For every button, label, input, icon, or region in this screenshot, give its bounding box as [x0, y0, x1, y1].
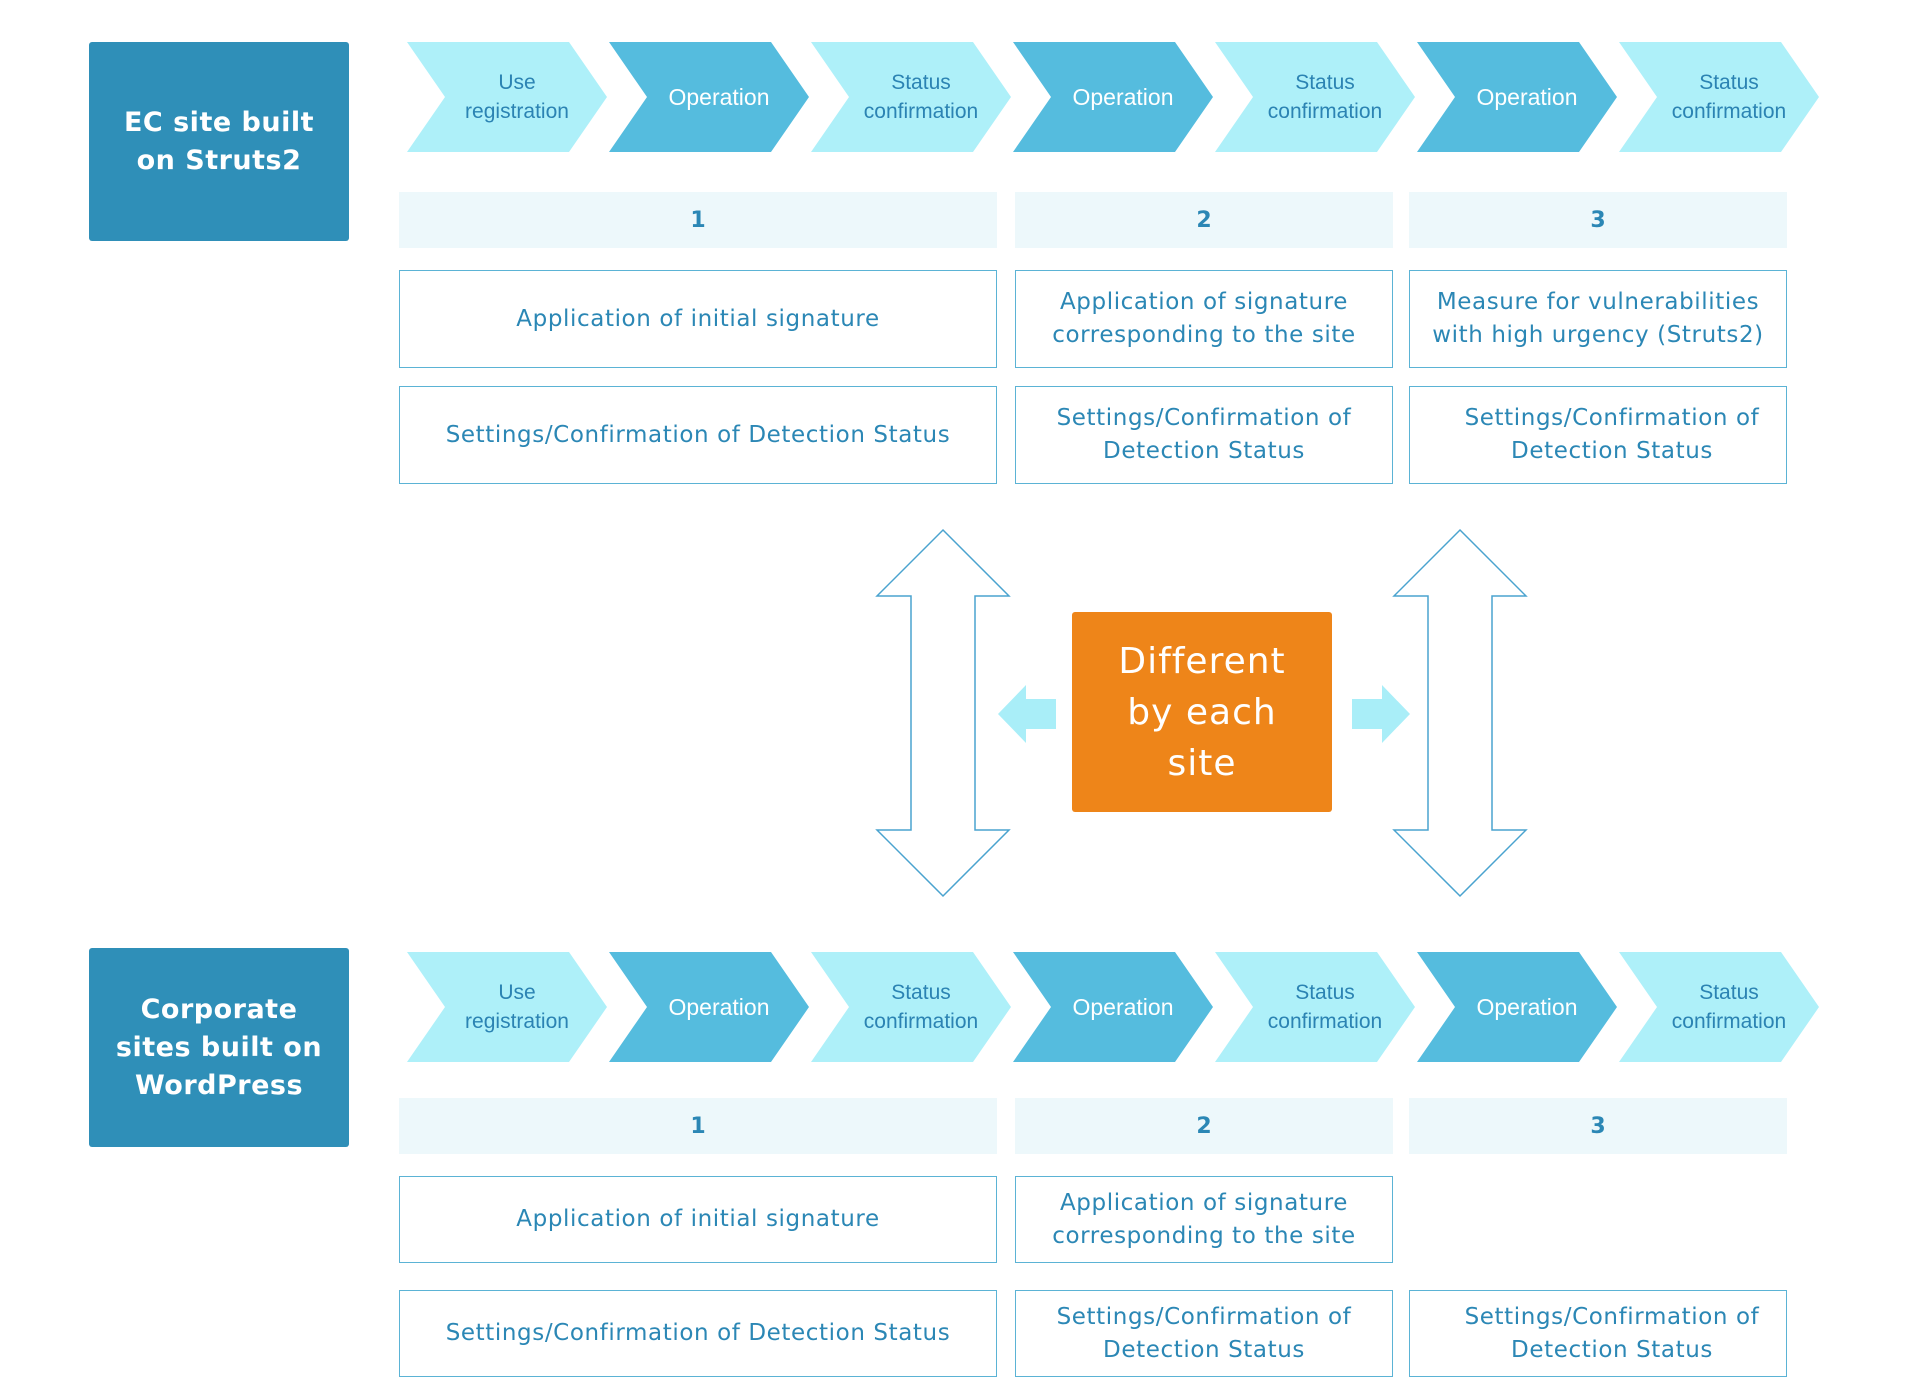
task-box: Settings/Confirmation of Detection Statu… [1015, 1290, 1393, 1377]
phase-number: 2 [1015, 1098, 1393, 1154]
step-chevron: Status confirmation [811, 42, 1011, 152]
task-box: Application of initial signature [399, 270, 997, 368]
chevron-shape [407, 42, 607, 152]
chevron-shape [1215, 42, 1415, 152]
step-chevron: Operation [1417, 42, 1617, 152]
double-headed-vertical-arrow-icon [875, 528, 1011, 898]
step-chevron: Status confirmation [1215, 42, 1415, 152]
step-chevron: Status confirmation [1619, 42, 1819, 152]
task-box: Settings/Confirmation of Detection Statu… [1015, 386, 1393, 484]
chevron-shape [1013, 952, 1213, 1062]
step-chevron: Operation [1013, 952, 1213, 1062]
step-chevron: Operation [609, 952, 809, 1062]
step-chevron: Operation [1013, 42, 1213, 152]
task-box: Settings/Confirmation of Detection Statu… [1409, 1290, 1787, 1377]
chevron-shape [407, 952, 607, 1062]
right-arrow-icon [1352, 685, 1410, 743]
task-box: Application of initial signature [399, 1176, 997, 1263]
chevron-shape [1619, 952, 1819, 1062]
step-chevron: Operation [1417, 952, 1617, 1062]
chevron-shape [811, 42, 1011, 152]
task-box: Application of signature corresponding t… [1015, 270, 1393, 368]
center-note: Different by each site [1072, 612, 1332, 812]
chevron-shape [1417, 42, 1617, 152]
phase-number: 3 [1409, 192, 1787, 248]
chevron-shape [1417, 952, 1617, 1062]
phase-number: 2 [1015, 192, 1393, 248]
task-box: Settings/Confirmation of Detection Statu… [399, 1290, 997, 1377]
step-chevron: Status confirmation [1619, 952, 1819, 1062]
step-chevron: Use registration [407, 42, 607, 152]
left-arrow-icon [998, 685, 1056, 743]
site-label-ec: EC site built on Struts2 [89, 42, 349, 241]
phase-number: 1 [399, 192, 997, 248]
chevron-shape [609, 42, 809, 152]
phase-number: 3 [1409, 1098, 1787, 1154]
task-box: Settings/Confirmation of Detection Statu… [1409, 386, 1787, 484]
chevron-shape [811, 952, 1011, 1062]
chevron-shape [1215, 952, 1415, 1062]
site-label-wordpress: Corporate sites built on WordPress [89, 948, 349, 1147]
chevron-shape [1619, 42, 1819, 152]
phase-number: 1 [399, 1098, 997, 1154]
step-chevron: Status confirmation [1215, 952, 1415, 1062]
task-box: Application of signature corresponding t… [1015, 1176, 1393, 1263]
chevron-shape [609, 952, 809, 1062]
task-box: Measure for vulnerabilities with high ur… [1409, 270, 1787, 368]
step-chevron: Operation [609, 42, 809, 152]
step-chevron: Use registration [407, 952, 607, 1062]
step-chevron: Status confirmation [811, 952, 1011, 1062]
task-box: Settings/Confirmation of Detection Statu… [399, 386, 997, 484]
chevron-shape [1013, 42, 1213, 152]
double-headed-vertical-arrow-icon [1392, 528, 1528, 898]
